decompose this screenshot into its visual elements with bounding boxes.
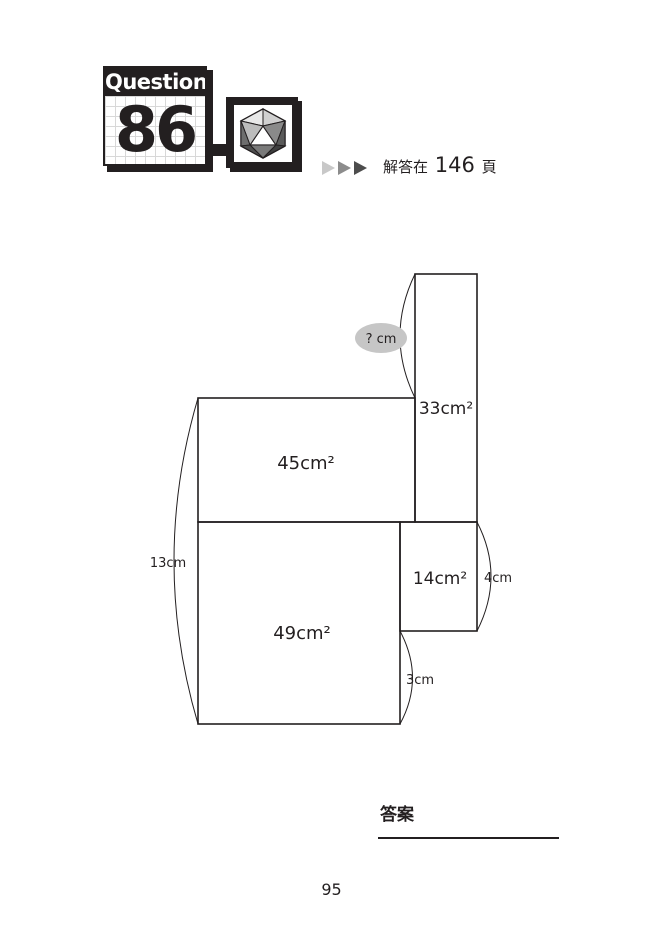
small-rect-area: 14cm²	[413, 569, 467, 589]
unknown-bubble	[355, 323, 407, 353]
badge-card: Question 86	[103, 66, 207, 166]
big-square-area: 49cm²	[273, 623, 331, 644]
left-height-brace	[173, 397, 199, 725]
question-number: 86	[114, 93, 198, 166]
page-number: 95	[321, 880, 342, 899]
top-rect-area: 45cm²	[277, 453, 335, 474]
icon-box	[226, 97, 302, 172]
icon-inner	[233, 104, 293, 163]
tall-rect-area: 33cm²	[419, 399, 473, 419]
badge-label: Question	[105, 68, 207, 96]
answer-line[interactable]	[378, 837, 559, 839]
small-height-brace	[476, 521, 492, 632]
answer-ref-prefix: 解答在	[383, 158, 429, 176]
icosahedron-icon	[239, 108, 287, 159]
badge-grid	[105, 96, 205, 164]
question-badge: Question 86	[103, 66, 213, 172]
pointer-arrows	[322, 158, 370, 178]
arrow-icon	[338, 161, 351, 175]
small-rectangle	[399, 521, 478, 632]
left-height-label: 13cm	[150, 556, 186, 571]
answer-ref-page: 146	[434, 153, 475, 177]
answer-label: 答案	[380, 805, 414, 825]
badge-connector	[212, 144, 228, 156]
unknown-label: ? cm	[366, 332, 397, 347]
icon-card	[226, 97, 298, 168]
gap-width-label: 3cm	[406, 673, 434, 688]
small-height-label: 4cm	[484, 571, 512, 586]
arrow-icon	[322, 161, 335, 175]
gap-width-brace	[399, 630, 413, 725]
answer-reference: 解答在 146 頁	[383, 152, 497, 180]
answer-ref-suffix: 頁	[481, 158, 497, 176]
arrow-icon	[354, 161, 367, 175]
tall-rectangle	[414, 273, 478, 523]
